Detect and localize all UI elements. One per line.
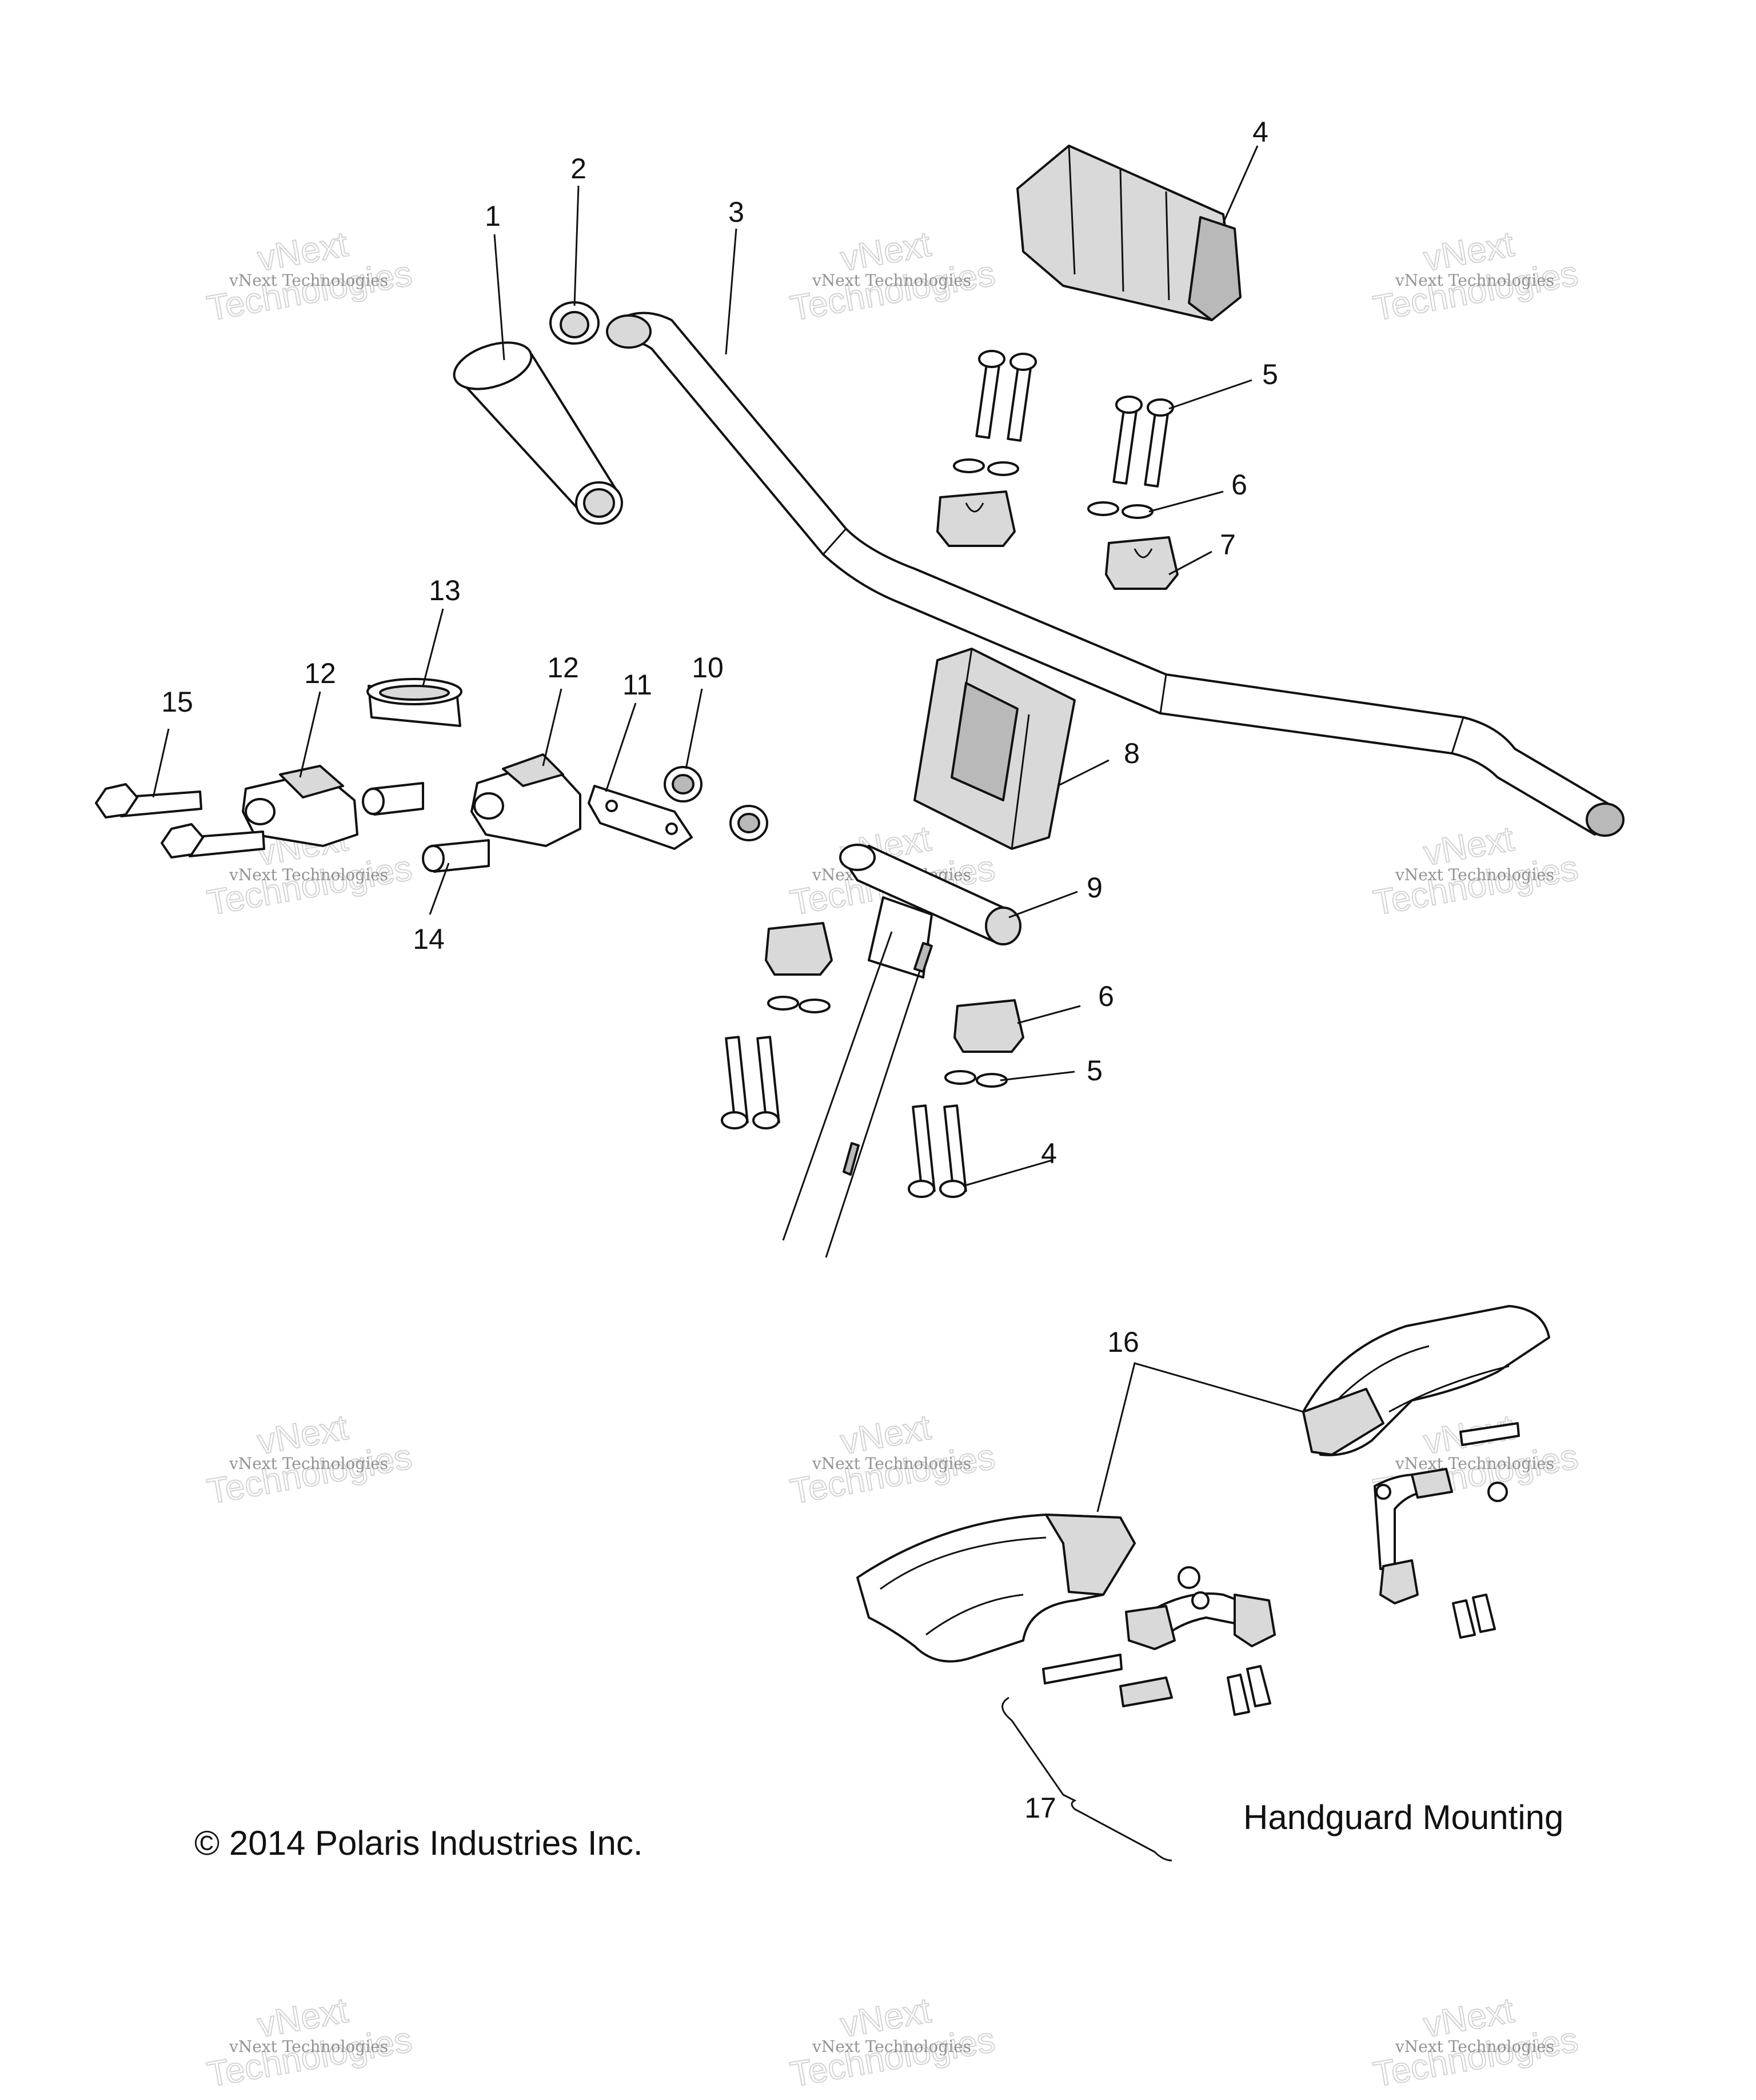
callout-4-low: 4 [1041,1137,1057,1169]
copyright-notice: © 2014 Polaris Industries Inc. [194,1824,643,1862]
watermark-tile: vNext Technologies vNext Technologies [787,1990,998,2095]
callout-15: 15 [161,686,193,718]
section-label: Handguard Mounting [1243,1798,1563,1836]
part-5-bolts-upper [975,350,1174,488]
leader-12-right [542,688,562,766]
bolt [1112,396,1143,485]
callout-4-top: 4 [1252,116,1268,148]
part-9-steering-post [782,844,1021,1258]
leader-13 [422,608,444,686]
part-6-washers-upper [953,458,1154,519]
bolt [908,1104,936,1198]
watermark-small: vNext Technologies [229,2037,388,2056]
leader-1 [493,234,505,361]
watermark-tile: vNext Technologies vNext Technologies [787,224,998,329]
part-12-right-clamp [470,753,581,847]
part-11-plate [588,785,693,850]
leader-6-low [1017,1005,1081,1024]
callout-8: 8 [1124,737,1140,769]
watermark-small: vNext Technologies [229,1454,388,1473]
callout-6-low: 6 [1098,980,1114,1012]
leader-6-top [1148,490,1224,513]
part-6-lower-clamps [765,922,1024,1053]
bolt [939,1104,967,1198]
leader-15 [152,728,170,798]
watermark-small: vNext Technologies [1395,865,1554,884]
leader-11 [605,702,637,792]
leader-5-low [1000,1071,1075,1081]
watermark-small: vNext Technologies [229,865,388,884]
watermark-small: vNext Technologies [1395,2037,1554,2056]
callout-6-top: 6 [1231,469,1247,501]
part-10-bushings [664,766,768,841]
callout-14: 14 [413,923,445,955]
part-2-end-plug [549,301,600,345]
leader-4-top [1222,145,1259,223]
leader-16 [1096,1362,1304,1512]
watermark-small: vNext Technologies [229,271,388,290]
watermark-small: vNext Technologies [812,2037,971,2056]
leader-7 [1168,550,1212,576]
part-7-upper-clamps [936,490,1179,590]
leader-4-low [963,1159,1052,1187]
bolt [975,350,1005,439]
part-3-handlebar [606,312,1625,837]
bolt [1007,353,1037,442]
callout-11: 11 [622,669,652,701]
part-16-handguard-left [856,1514,1136,1663]
callout-1: 1 [485,200,501,232]
leader-8 [1057,759,1110,787]
watermark-small: vNext Technologies [812,271,971,290]
watermark-tile: vNext Technologies vNext Technologies [787,1407,998,1512]
part-13-ring [366,678,462,727]
watermark-tile: vNext Technologies vNext Technologies [1370,1990,1581,2095]
leader-lines [152,145,1304,1862]
callout-10: 10 [692,652,724,684]
callout-12-right: 12 [547,652,579,684]
leader-2 [573,185,580,306]
part-15-bolts [95,783,265,859]
leader-9 [1008,891,1078,919]
part-17-mounting-hardware [1042,1422,1520,1716]
leader-10 [685,688,703,769]
watermark-tile: vNext Technologies vNext Technologies [1370,224,1581,329]
callout-labels: 1 2 3 4 5 6 7 8 9 10 11 12 12 13 14 15 6… [161,116,1278,1824]
part-4-handlebar-cover [1016,145,1242,321]
watermark-small: vNext Technologies [1395,1454,1554,1473]
watermark-small: vNext Technologies [812,1454,971,1473]
callout-17: 17 [1024,1792,1056,1824]
leader-3 [725,228,737,355]
callout-7: 7 [1220,529,1236,561]
watermark-tile: vNext Technologies vNext Technologies [203,224,415,329]
watermark-tile: vNext Technologies vNext Technologies [1370,819,1581,924]
leader-12-left [299,691,321,778]
bolt [752,1036,780,1129]
watermark-tile: vNext Technologies vNext Technologies [203,1990,415,2095]
part-4-lower-bolts [721,1036,967,1198]
part-5-lower-washers [767,996,1008,1088]
bolt [721,1036,749,1129]
bolt [1144,398,1174,488]
callout-3: 3 [728,196,744,228]
callout-12-left: 12 [304,657,336,689]
callout-5-top: 5 [1262,358,1278,390]
part-14-spacers [362,782,490,873]
callout-16: 16 [1107,1326,1139,1358]
callout-5-low: 5 [1087,1055,1103,1087]
part-1-grip [453,341,623,525]
part-8-riser-block [913,648,1076,850]
part-12-left-clamp [242,765,358,847]
part-16-handguard-right [1302,1305,1550,1456]
leader-17-bracket [1001,1696,1172,1862]
callout-9: 9 [1087,872,1103,904]
watermark-small: vNext Technologies [1395,271,1554,290]
callout-2: 2 [570,153,586,185]
leader-14 [429,863,450,915]
watermark-tile: vNext Technologies vNext Technologies [203,1407,415,1512]
leader-5-top [1168,379,1252,410]
callout-13: 13 [429,574,461,606]
